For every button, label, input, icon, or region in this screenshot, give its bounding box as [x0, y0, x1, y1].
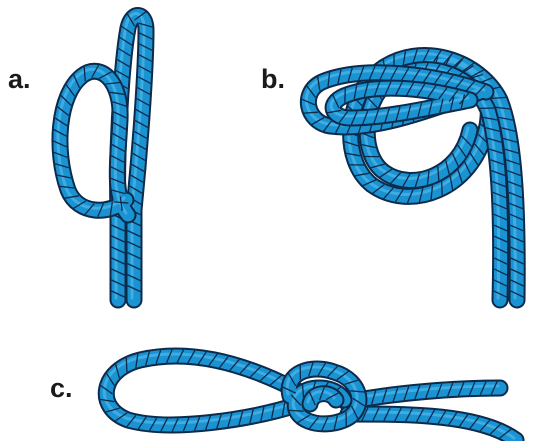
rope-twist-mark	[126, 358, 127, 372]
rope-twist-mark	[289, 410, 303, 411]
rope-twist-mark	[304, 112, 318, 113]
rope-step-c	[100, 350, 516, 441]
rope-step-a	[53, 12, 152, 300]
rope-step-b	[302, 49, 524, 300]
rope-twist-mark	[345, 88, 346, 102]
rope-twist-mark	[442, 181, 443, 195]
